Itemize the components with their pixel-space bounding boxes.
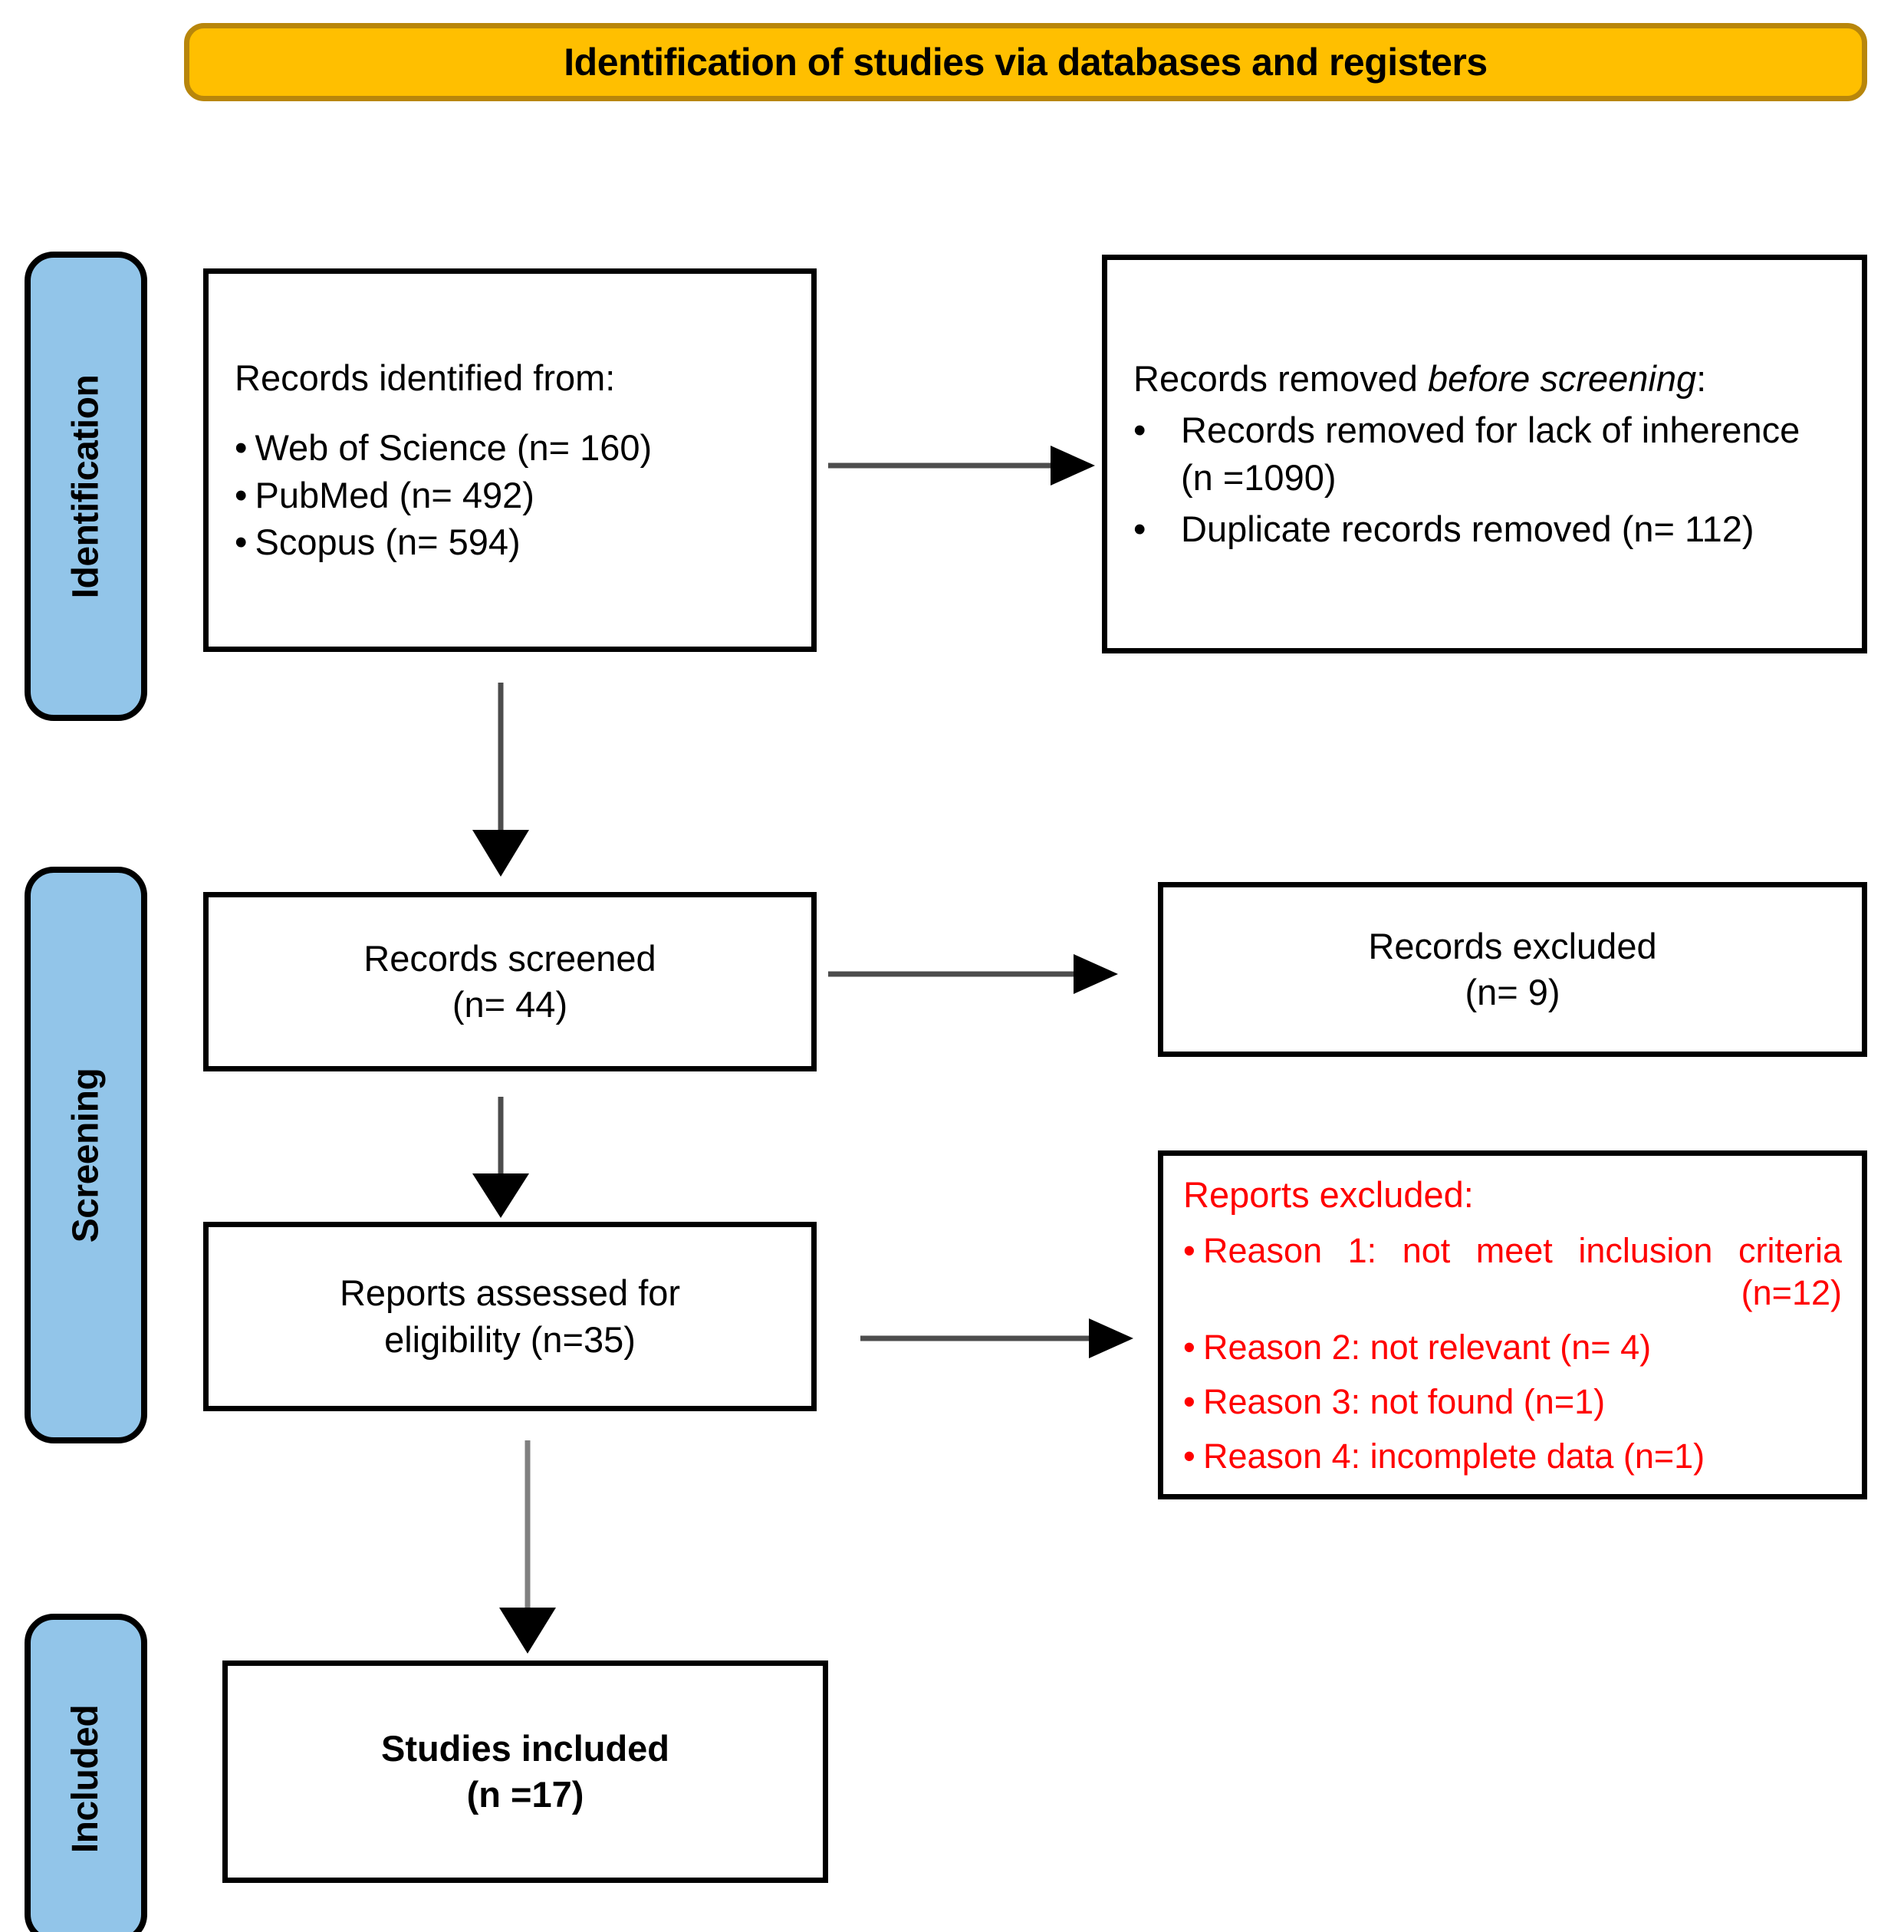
removed-reason-label: Duplicate records removed (n= 112) <box>1181 508 1754 549</box>
records-screened-label: Records screened <box>363 937 656 979</box>
reports-excluded-reason-list: • Reason 1: not meet inclusion criteria … <box>1183 1230 1842 1477</box>
box-records-excluded: Records excluded (n= 9) <box>1158 882 1867 1057</box>
arrow-screened-to-excluded <box>828 951 1120 997</box>
arrow-screened-to-assessed <box>466 1097 535 1219</box>
stage-rail-identification: Identification <box>25 252 147 721</box>
reports-assessed-count: eligibility (n=35) <box>384 1318 636 1360</box>
stage-rail-screening: Screening <box>25 867 147 1443</box>
excluded-reason-label: Reason 2: not relevant (n= 4) <box>1203 1328 1652 1368</box>
bullet-icon: • <box>1133 508 1146 549</box>
source-label: Scopus (n= 594) <box>255 521 521 562</box>
records-excluded-count: (n= 9) <box>1465 972 1560 1012</box>
records-screened-count: (n= 44) <box>452 984 568 1025</box>
banner-title: Identification of studies via databases … <box>564 41 1488 84</box>
stage-rail-identification-label: Identification <box>65 374 107 598</box>
stage-rail-screening-label: Screening <box>65 1068 107 1242</box>
box-reports-excluded: Reports excluded: • Reason 1: not meet i… <box>1158 1150 1867 1499</box>
bullet-icon: • <box>1183 1382 1195 1422</box>
records-identified-source-list: •Web of Science (n= 160) •PubMed (n= 492… <box>235 424 785 564</box>
removed-reason-label: Records removed for lack of inherence (n… <box>1181 410 1800 498</box>
bullet-icon: • <box>235 521 248 562</box>
box-reports-assessed-eligibility: Reports assessed for eligibility (n=35) <box>203 1222 817 1411</box>
records-removed-heading-plain: Records removed <box>1133 358 1428 400</box>
arrow-assessed-to-included <box>493 1440 562 1655</box>
records-removed-heading-suffix: : <box>1696 358 1707 400</box>
box-records-screened: Records screened (n= 44) <box>203 892 817 1071</box>
source-label: Web of Science (n= 160) <box>255 427 653 469</box>
records-removed-list: • Records removed for lack of inherence … <box>1133 406 1836 551</box>
arrow-assessed-to-reports-excluded <box>860 1315 1136 1361</box>
arrow-identified-to-screened <box>466 683 535 878</box>
list-item: • Reason 2: not relevant (n= 4) <box>1183 1327 1842 1369</box>
bullet-icon: • <box>1183 1436 1195 1476</box>
stage-rail-included: Included <box>25 1614 147 1932</box>
studies-included-label: Studies included <box>380 1727 670 1769</box>
bullet-icon: • <box>235 474 248 515</box>
bullet-icon: • <box>1133 410 1146 451</box>
list-item: •Web of Science (n= 160) <box>235 424 785 471</box>
stage-rail-included-label: Included <box>65 1704 107 1853</box>
diagram-header-banner: Identification of studies via databases … <box>184 23 1867 101</box>
list-item: • Records removed for lack of inherence … <box>1133 406 1836 500</box>
studies-included-count: (n =17) <box>466 1774 584 1815</box>
excluded-reason-label: Reason 3: not found (n=1) <box>1203 1382 1606 1422</box>
source-label: PubMed (n= 492) <box>255 474 534 515</box>
list-item: •Scopus (n= 594) <box>235 518 785 565</box>
records-identified-heading: Records identified from: <box>235 357 616 399</box>
list-item: •PubMed (n= 492) <box>235 472 785 518</box>
records-removed-heading: Records removed before screening: <box>1133 356 1836 402</box>
arrow-identified-to-removed <box>828 443 1097 489</box>
list-item: • Reason 3: not found (n=1) <box>1183 1381 1842 1423</box>
box-records-removed-before-screening: Records removed before screening: • Reco… <box>1102 255 1867 653</box>
list-item: • Reason 4: incomplete data (n=1) <box>1183 1436 1842 1478</box>
bullet-icon: • <box>235 427 248 469</box>
excluded-reason-label: Reason 1: not meet inclusion criteria (n… <box>1203 1231 1842 1313</box>
list-item: • Reason 1: not meet inclusion criteria … <box>1183 1230 1842 1315</box>
excluded-reason-label: Reason 4: incomplete data (n=1) <box>1203 1436 1705 1476</box>
records-excluded-label: Records excluded <box>1368 925 1657 966</box>
list-item: • Duplicate records removed (n= 112) <box>1133 505 1836 552</box>
records-removed-heading-italic: before screening <box>1428 358 1697 400</box>
reports-excluded-heading: Reports excluded: <box>1183 1174 1474 1216</box>
box-records-identified: Records identified from: •Web of Science… <box>203 268 817 652</box>
reports-assessed-label: Reports assessed for <box>339 1272 681 1314</box>
bullet-icon: • <box>1183 1328 1195 1368</box>
bullet-icon: • <box>1183 1231 1195 1271</box>
box-studies-included: Studies included (n =17) <box>222 1660 828 1883</box>
